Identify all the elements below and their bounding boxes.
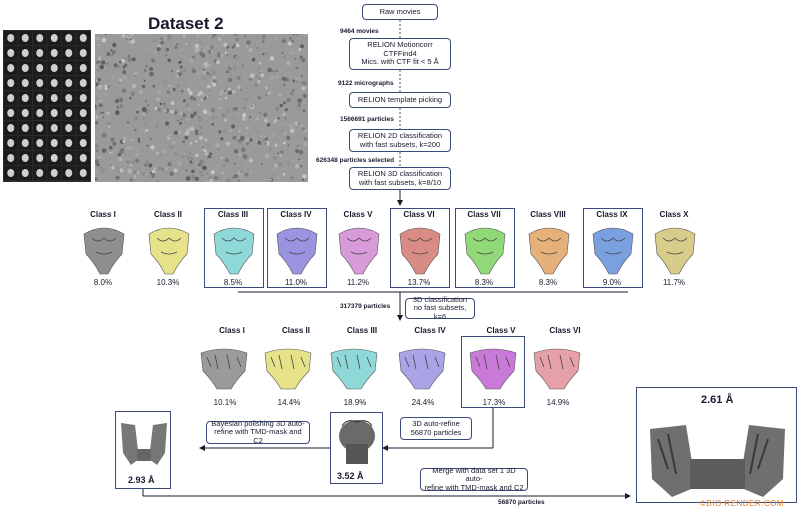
class-map-image [148,227,190,275]
class-name: Class IV [280,210,312,219]
class-percentage: 18.9% [343,398,367,407]
micrograph-image [93,32,310,184]
step-raw-movies: Raw movies [362,4,438,20]
class-map-image [469,348,517,390]
class-name: Class IX [596,210,628,219]
dataset-title: Dataset 2 [148,14,224,33]
class-percentage: 8.3% [538,278,558,287]
class-percentage: 11.2% [346,278,370,287]
step-merge: Merge with data set 1 3D auto- refine wi… [420,466,528,492]
step-auto-refine: 3D auto-refine 56870 particles [400,417,472,440]
count-final: 56870 particles [498,499,545,506]
class-percentage: 14.9% [546,398,570,407]
map-2-93-image [121,423,167,465]
count-micrographs: 9122 micrographs [338,80,394,87]
step-motioncorr: RELION Motioncorr CTFFind4 Mics. with CT… [349,38,451,70]
resolution-3-52: 3.52 Å [337,471,364,481]
class-percentage: 24.4% [411,398,435,407]
class-name: Class VII [467,210,501,219]
class-highlight-box [461,336,525,408]
step-3d-classification-k6: 3D classification no fast subsets, k=6 [405,295,475,321]
count-particles: 1566691 particles [340,116,394,123]
map-3-52-image [339,420,375,464]
class-highlight-box [204,208,264,288]
map-2-93-box: 2.93 Å [115,411,171,489]
class-map-image [276,227,318,275]
class-map-image [592,227,634,275]
class-percentage: 10.1% [213,398,237,407]
class-name: Class III [217,210,249,219]
class-name: Class II [281,326,310,335]
class-name: Class VIII [530,210,566,219]
step-3d-classification: RELION 3D classification with fast subse… [349,167,451,190]
class-map-image [200,348,248,390]
step-2d-classification: RELION 2D classification with fast subse… [349,129,451,152]
class-name: Class III [346,326,378,335]
class-highlight-box [390,208,450,288]
class-percentage: 8.0% [93,278,113,287]
class-map-image [533,348,581,390]
map-3-52-box: 3.52 Å [330,412,383,484]
class-percentage: 10.3% [156,278,180,287]
class-percentage: 11.0% [284,278,308,287]
class-name: Class I [90,210,116,219]
class-percentage: 13.7% [407,278,431,287]
class-map-image [330,348,378,390]
class-map-image [399,227,441,275]
class-percentage: 9.0% [602,278,622,287]
class-map-image [213,227,255,275]
step-template-picking: RELION template picking [349,92,451,108]
class-map-image [654,227,696,275]
resolution-2-93: 2.93 Å [128,475,155,485]
class-map-image [338,227,380,275]
class-map-image [464,227,506,275]
class-name: Class VI [403,210,435,219]
class-map-image [528,227,570,275]
class-name: Class II [153,210,182,219]
class-name: Class V [486,326,516,335]
count-after-3d: 317379 particles [340,303,391,310]
class-percentage: 17.3% [482,398,506,407]
count-movies: 9464 movies [340,28,379,35]
class-percentage: 8.3% [474,278,494,287]
class-map-image [398,348,446,390]
map-2-61-box: 2.61 Å [636,387,797,503]
step-bayesian-polishing: Bayesian polishing 3D auto- refine with … [206,419,310,445]
class-highlight-box [583,208,643,288]
resolution-2-61: 2.61 Å [701,394,734,406]
class-name: Class X [659,210,689,219]
class-name: Class VI [549,326,581,335]
class-highlight-box [267,208,327,288]
class-percentage: 14.4% [277,398,301,407]
class-percentage: 11.7% [662,278,686,287]
class-highlight-box [455,208,515,288]
class-name: Class V [343,210,373,219]
class-averages-grid [3,30,91,182]
class-map-image [83,227,125,275]
class-name: Class I [219,326,245,335]
map-2-61-image [650,425,785,497]
count-selected: 626348 particles selected [316,157,395,164]
class-percentage: 8.5% [223,278,243,287]
watermark: ©BIO RENDER.COM [700,499,785,508]
class-name: Class IV [414,326,446,335]
class-map-image [264,348,312,390]
